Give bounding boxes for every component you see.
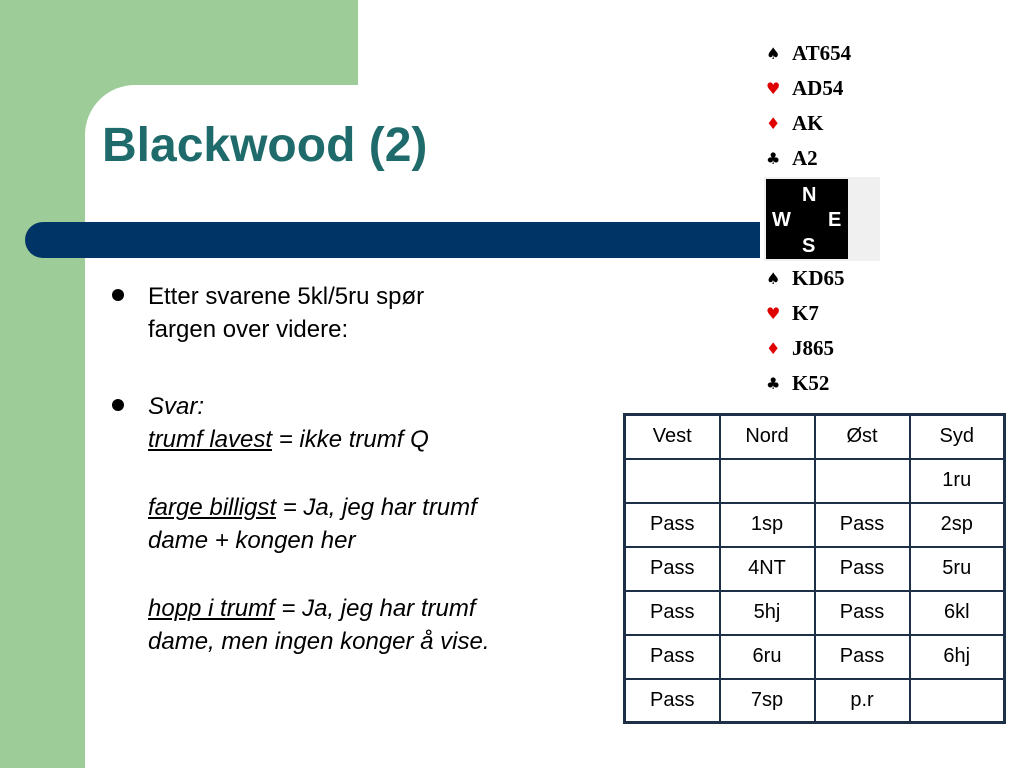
answer-text: = Ja, jeg har trumf	[276, 494, 477, 521]
bid-cell: 1sp	[718, 501, 816, 548]
north-diamonds: ♦ AK	[766, 106, 896, 141]
bidding-header-row: Vest Nord Øst Syd	[623, 413, 1006, 460]
bid-cell: 5ru	[908, 545, 1006, 592]
compass-west: W	[772, 209, 791, 231]
card-holding: J865	[792, 336, 834, 360]
header-cell: Nord	[718, 413, 816, 460]
answer-1: trumf lavest = ikke trumf Q	[148, 423, 580, 456]
bid-cell: Pass	[813, 545, 911, 592]
north-hearts: ♥ AD54	[766, 71, 896, 106]
bid-cell: Pass	[623, 677, 721, 724]
bullet-question: Etter svarene 5kl/5ru spør fargen over v…	[110, 280, 580, 346]
answer-text: = Ja, jeg har trumf	[274, 595, 476, 622]
card-holding: K52	[792, 371, 830, 395]
spade-icon: ♠	[766, 44, 781, 63]
bid-cell: 4NT	[718, 545, 816, 592]
compass-east: E	[828, 209, 842, 231]
bid-cell	[718, 457, 816, 504]
table-row: Pass 7sp p.r	[623, 677, 1006, 724]
slide-title: Blackwood (2)	[102, 119, 428, 172]
bidding-table: Vest Nord Øst Syd 1ru Pass 1sp Pass 2sp …	[623, 413, 1006, 724]
bid-cell: 5hj	[718, 589, 816, 636]
card-holding: AT654	[792, 41, 852, 65]
answer-text-line: dame, men ingen konger å vise.	[148, 628, 490, 655]
bridge-hands: ♠ AT654 ♥ AD54 ♦ AK ♣ A2 N W E S ♠ KD65 ♥ K7 ♦…	[764, 36, 896, 401]
answer-term: farge billigst	[148, 494, 277, 521]
compass-north: N	[802, 184, 817, 206]
bid-cell: Pass	[623, 589, 721, 636]
bid-cell: Pass	[623, 545, 721, 592]
bid-cell: Pass	[813, 501, 911, 548]
header-cell: Øst	[813, 413, 911, 460]
club-icon: ♣	[766, 374, 781, 393]
north-spades: ♠ AT654	[766, 36, 896, 71]
card-holding: KD65	[792, 266, 845, 290]
card-holding: AK	[792, 111, 824, 135]
answer-term: hopp i trumf	[148, 595, 275, 622]
table-row: Pass 4NT Pass 5ru	[623, 545, 1006, 592]
top-white-area	[358, 0, 1024, 85]
bid-cell: 6hj	[908, 633, 1006, 680]
bullet-text-line: Etter svarene 5kl/5ru spør	[148, 283, 425, 310]
heart-icon: ♥	[766, 304, 781, 323]
bullet-answers: Svar: trumf lavest = ikke trumf Q farge …	[110, 390, 580, 658]
table-row: Pass 1sp Pass 2sp	[623, 501, 1006, 548]
answer-2: farge billigst = Ja, jeg har trumf	[148, 491, 580, 524]
diamond-icon: ♦	[766, 114, 781, 133]
table-row: 1ru	[623, 457, 1006, 504]
table-row: Pass 6ru Pass 6hj	[623, 633, 1006, 680]
south-diamonds: ♦ J865	[766, 331, 896, 366]
bid-cell	[908, 677, 1006, 724]
table-row: Pass 5hj Pass 6kl	[623, 589, 1006, 636]
spade-icon: ♠	[766, 269, 781, 288]
bid-cell: 6kl	[908, 589, 1006, 636]
card-holding: AD54	[792, 76, 844, 100]
bid-cell: Pass	[623, 633, 721, 680]
bid-cell: 7sp	[718, 677, 816, 724]
diamond-icon: ♦	[766, 339, 781, 358]
header-cell: Vest	[623, 413, 721, 460]
bullet-dot	[112, 289, 124, 301]
bullet-text-line: fargen over videre:	[148, 316, 349, 343]
compass-box: N W E S	[764, 177, 880, 261]
answer-text: = ikke trumf Q	[272, 426, 429, 453]
bid-cell: p.r	[813, 677, 911, 724]
card-holding: A2	[792, 146, 818, 170]
south-spades: ♠ KD65	[766, 261, 896, 296]
south-hearts: ♥ K7	[766, 296, 896, 331]
bid-cell	[813, 457, 911, 504]
bid-cell: Pass	[813, 633, 911, 680]
bid-cell: 1ru	[908, 457, 1006, 504]
heart-icon: ♥	[766, 79, 781, 98]
compass: N W E S	[766, 179, 848, 259]
bid-cell: Pass	[813, 589, 911, 636]
header-cell: Syd	[908, 413, 1006, 460]
north-clubs: ♣ A2	[766, 141, 896, 176]
bullet-list: Etter svarene 5kl/5ru spør fargen over v…	[110, 280, 580, 702]
answer-3: hopp i trumf = Ja, jeg har trumf	[148, 592, 580, 625]
bid-cell: 2sp	[908, 501, 1006, 548]
answer-text-line: dame + kongen her	[148, 527, 356, 554]
bid-cell: 6ru	[718, 633, 816, 680]
bullet-dot	[112, 399, 124, 411]
compass-south: S	[802, 235, 816, 257]
answers-heading: Svar:	[148, 393, 205, 420]
title-underline-bar	[25, 222, 760, 258]
answer-term: trumf lavest	[148, 426, 273, 453]
south-clubs: ♣ K52	[766, 366, 896, 401]
card-holding: K7	[792, 301, 819, 325]
club-icon: ♣	[766, 149, 781, 168]
bid-cell	[623, 457, 721, 504]
bid-cell: Pass	[623, 501, 721, 548]
